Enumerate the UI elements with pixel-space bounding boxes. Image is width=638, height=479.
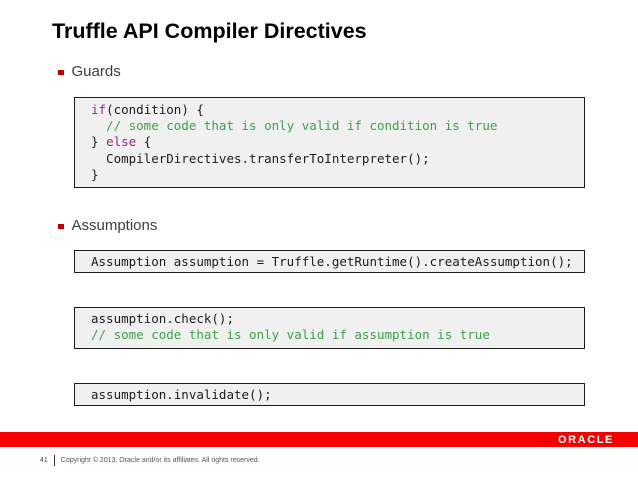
bullet-icon [58, 69, 64, 75]
code-line: assumption.invalidate(); [91, 387, 580, 403]
code-block-guards: if(condition) { // some code that is onl… [74, 97, 585, 188]
code-block-assumption-create: Assumption assumption = Truffle.getRunti… [74, 250, 585, 273]
code-line: Assumption assumption = Truffle.getRunti… [91, 254, 580, 270]
bullet-icon [58, 223, 64, 229]
section-assumptions-label: Assumptions [71, 217, 158, 234]
code-line: // some code that is only valid if condi… [91, 118, 580, 134]
code-line: CompilerDirectives.transferToInterpreter… [91, 151, 580, 167]
code-token-plain: CompilerDirectives.transferToInterpreter… [91, 150, 430, 166]
code-block-assumption-invalidate: assumption.invalidate(); [74, 383, 585, 406]
code-token-plain: { [136, 134, 152, 150]
code-token-plain: (condition) { [106, 102, 204, 117]
code-line: } [91, 167, 580, 183]
brand-bar: ORACLE [0, 432, 638, 447]
page-number: 41 [40, 456, 48, 464]
copyright-text: Copyright © 2013, Oracle and/or its affi… [60, 456, 260, 464]
footer-separator [53, 454, 55, 466]
code-line: } else { [91, 134, 580, 150]
section-guards-label: Guards [71, 63, 121, 80]
code-token-comment: // some code that is only valid if condi… [91, 118, 498, 134]
footer: 41 Copyright © 2013, Oracle and/or its a… [40, 453, 260, 467]
oracle-logo: ORACLE [557, 433, 614, 446]
code-token-plain: Assumption assumption = Truffle.getRunti… [91, 254, 573, 269]
section-guards: Guards [58, 63, 121, 81]
code-token-keyword: else [106, 134, 137, 150]
code-token-plain: } [91, 134, 107, 150]
code-token-keyword: if [91, 102, 107, 117]
code-token-plain: assumption.invalidate(); [91, 387, 272, 402]
code-line: assumption.check(); [91, 311, 580, 327]
section-assumptions: Assumptions [58, 217, 157, 235]
page-title: Truffle API Compiler Directives [52, 19, 367, 43]
code-line: // some code that is only valid if assum… [91, 327, 580, 343]
code-line: if(condition) { [91, 102, 580, 118]
code-token-plain: } [91, 166, 99, 182]
code-token-comment: // some code that is only valid if assum… [91, 327, 490, 343]
code-block-assumption-check: assumption.check();// some code that is … [74, 307, 585, 349]
code-token-plain: assumption.check(); [91, 311, 234, 326]
